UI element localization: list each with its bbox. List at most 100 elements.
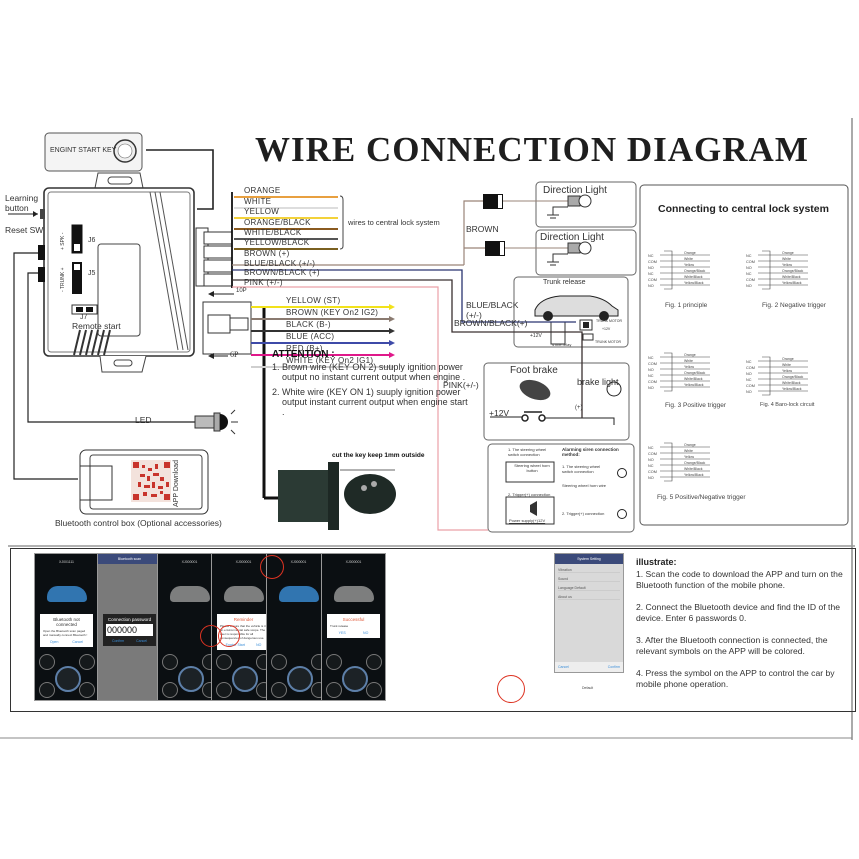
relay-label: 4 line relay	[552, 342, 572, 347]
dialog-button[interactable]: Confirm	[111, 639, 125, 643]
wire-name-label: White/Black	[782, 381, 801, 385]
app-screen-header: XJ000001	[181, 560, 198, 564]
blue-black-line2: (+/-)	[466, 310, 482, 320]
control-button[interactable]	[79, 654, 95, 670]
wire-6p-line	[251, 366, 389, 368]
settings-row[interactable]: Vibration	[558, 568, 620, 573]
wire-name-label: Yellow/Black	[782, 281, 802, 285]
start-engine-button[interactable]	[342, 666, 368, 692]
control-button[interactable]	[326, 682, 342, 698]
central-lock-panel	[639, 184, 849, 526]
control-button[interactable]	[39, 654, 55, 670]
settings-row[interactable]: Language Default	[558, 586, 620, 591]
start-engine-button[interactable]	[287, 666, 313, 692]
car-graphic-icon	[279, 586, 319, 602]
wire-name-label: Yellow/Black	[684, 281, 704, 285]
car-graphic-icon	[224, 586, 264, 602]
password-field[interactable]: 000000	[106, 624, 153, 636]
terminal-label: NC	[648, 464, 654, 468]
control-button[interactable]	[39, 682, 55, 698]
settings-button[interactable]: Confirm	[607, 665, 620, 669]
app-screen-header: System Setting	[555, 554, 623, 564]
dialog-body: Open the Bluetooth scan paged and manual…	[43, 629, 88, 637]
dialog-button[interactable]: YES	[338, 631, 346, 635]
learning-label-line2: button	[5, 203, 29, 213]
dialog-button[interactable]: NO	[363, 631, 369, 635]
wire-6p-label: RED (B+)	[286, 344, 323, 353]
settings-row[interactable]: About us	[558, 595, 620, 600]
relay-12v-label: +12V	[530, 333, 542, 339]
control-button[interactable]	[162, 654, 178, 670]
spk-label: + SPK -	[60, 232, 66, 250]
control-button[interactable]	[326, 654, 342, 670]
foot-brake-box	[483, 362, 630, 441]
key-note: cut the key keep 1mm outside	[332, 452, 425, 459]
wire-6p-label: WHITE (KEY On2 IG1)	[286, 356, 374, 365]
reset-sw-label: Reset SW	[5, 225, 44, 235]
wire-name-label: Orange	[684, 353, 696, 357]
terminal-label: COM	[648, 278, 657, 282]
wire-10p-line	[234, 248, 338, 250]
lock-circuit-figure: NCOrangeCOMWhiteNOYellowNCOrange/BlackCO…	[648, 250, 710, 290]
wire-10p-line	[234, 228, 338, 230]
terminal-label: COM	[648, 380, 657, 384]
control-button[interactable]	[216, 682, 232, 698]
start-engine-button[interactable]	[232, 666, 258, 692]
jumper-j6-label: J6	[88, 237, 96, 244]
control-button[interactable]	[366, 654, 382, 670]
dialog-title: Reminder	[233, 617, 254, 622]
control-button[interactable]	[79, 682, 95, 698]
wire-name-label: Yellow	[782, 369, 792, 373]
wire-6p-line	[251, 306, 389, 308]
lock-circuit-figure: NCOrangeCOMWhiteNOYellowNCOrange/BlackCO…	[648, 442, 710, 482]
settings-row[interactable]: Sound	[558, 577, 620, 582]
highlight-circle	[218, 625, 240, 647]
wire-name-label: White/Black	[782, 275, 801, 279]
dialog-button[interactable]: Cancel	[72, 640, 84, 644]
illustrate-heading: illustrate:	[636, 557, 677, 567]
control-button[interactable]	[216, 654, 232, 670]
terminal-label: NC	[746, 254, 752, 258]
attention-notes: ATTENTION : 1. Brown wire (KEY ON 2) suu…	[272, 350, 472, 422]
wire-name-label: White	[684, 449, 693, 453]
control-button[interactable]	[271, 682, 287, 698]
fig-4-caption: Fig. 4 Baro-lock circuit	[760, 402, 815, 408]
control-button[interactable]	[271, 654, 287, 670]
central-lock-title: Connecting to central lock system	[658, 203, 829, 215]
control-button[interactable]	[366, 682, 382, 698]
bulb-icon	[567, 194, 592, 208]
terminal-label: NO	[648, 476, 654, 480]
trunk-motor-label-2: TRUNK MOTOR	[595, 340, 621, 344]
settings-button[interactable]: Cancel	[558, 665, 569, 669]
dialog-button[interactable]: Open	[49, 640, 59, 644]
terminal-label: COM	[648, 470, 657, 474]
terminal-label: NO	[746, 390, 752, 394]
wire-10p-label: PINK (+/-)	[244, 278, 283, 287]
brake-light-bulb-icon	[606, 381, 622, 397]
dialog-button[interactable]: NO	[256, 643, 262, 647]
wire-10p-line	[234, 217, 338, 219]
terminal-label: COM	[746, 260, 755, 264]
trigger-label: 2. Trigger(+) connection	[508, 492, 551, 497]
illustrate-step-4: 4. Press the symbol on the APP to contro…	[636, 667, 835, 690]
wire-6p-line	[251, 318, 389, 320]
wire-10p-label: WHITE/BLACK	[244, 228, 302, 237]
start-engine-button[interactable]	[55, 666, 81, 692]
terminal-label: COM	[746, 384, 755, 388]
wire-arrow-icon	[389, 364, 395, 370]
app-screen-header: XJ001111	[59, 560, 74, 564]
dialog-button[interactable]: Cancel	[136, 639, 148, 643]
wire-name-label: Orange/Black	[684, 371, 705, 375]
siren-speaker-icon	[530, 501, 537, 516]
language-picker[interactable]: Default	[582, 686, 594, 690]
terminal-label: NC	[648, 254, 654, 258]
app-download-label: APP Download	[173, 460, 180, 507]
start-engine-button[interactable]	[178, 666, 204, 692]
control-button[interactable]	[162, 682, 178, 698]
terminal-label: NC	[648, 374, 654, 378]
terminal-label: COM	[648, 452, 657, 456]
wire-name-label: Orange	[684, 443, 696, 447]
blue-black-line1: BLUE/BLACK	[466, 300, 519, 310]
